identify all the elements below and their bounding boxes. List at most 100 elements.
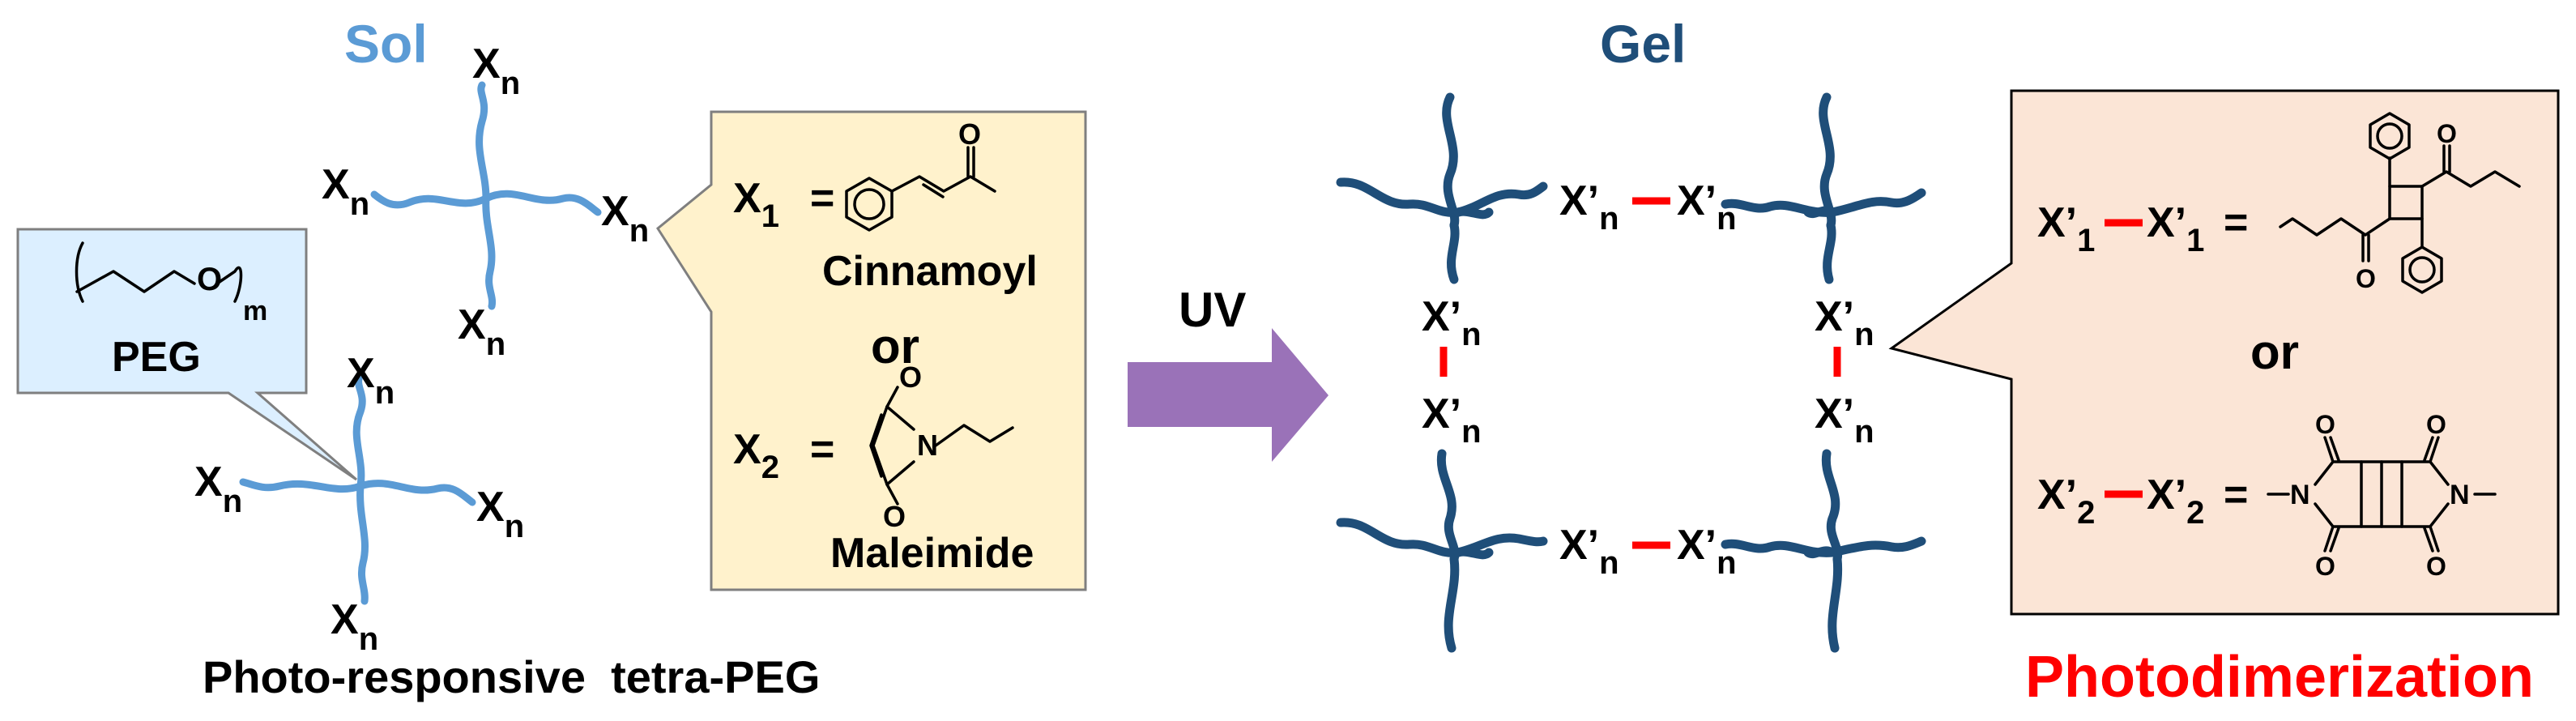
gel-link-sub: n (1854, 317, 1874, 352)
arm-sub: n (629, 213, 649, 249)
arm-label: X (472, 41, 501, 87)
d1-label-right: X’ (2147, 199, 2186, 246)
d1-sub-left: 1 (2077, 223, 2095, 258)
arm-sub: n (359, 621, 378, 657)
dimer-callout: X’1 X’1 = O O or X’2 X’2 = N (1888, 89, 2560, 616)
monomer-or: or (871, 319, 919, 373)
dimer-o-4: O (2426, 552, 2446, 581)
svg-text:X’n: X’n (1559, 177, 1619, 237)
arm-sub: n (501, 66, 520, 101)
svg-text:Xn: Xn (331, 596, 378, 657)
gel-link-sub: n (1599, 201, 1619, 237)
gel-link-label: X’ (1815, 293, 1854, 340)
d1-sub-right: 1 (2186, 223, 2204, 258)
svg-text:X’n: X’n (1559, 522, 1619, 581)
svg-text:X’2: X’2 (2037, 471, 2095, 531)
dimer-oxygen-left: O (2356, 264, 2376, 293)
arm-label: X (476, 484, 505, 531)
svg-text:X’n: X’n (1422, 293, 1482, 352)
d2-equals: = (2224, 471, 2248, 518)
arm-label: X (458, 301, 486, 348)
x1-equals: = (810, 175, 834, 222)
gel-link-label: X’ (1677, 522, 1717, 569)
arm-sub: n (486, 326, 505, 362)
maleimide-oxygen-top: O (899, 360, 922, 394)
cinnamoyl-structure: O (845, 117, 996, 232)
svg-text:Xn: Xn (347, 350, 395, 411)
gel-link-sub: n (1854, 414, 1874, 450)
arm-label: X (322, 161, 350, 208)
gel-star-bottom-left (1336, 449, 1548, 653)
arm-label: X (601, 188, 629, 235)
gel-link-right: X’n X’n (1815, 293, 1874, 450)
dimer-n-left: N (2290, 480, 2310, 510)
d2-sub-right: 2 (2186, 495, 2204, 531)
gel-star-top-left (1336, 92, 1548, 284)
svg-text:X2: X2 (733, 426, 779, 485)
x2-equals: = (810, 426, 834, 473)
monomer-callout: X1 = O Cinnamoyl or X2 = O N O Maleimide (656, 110, 1087, 591)
gel-title: Gel (1600, 14, 1686, 74)
svg-text:X’n: X’n (1422, 390, 1482, 450)
svg-text:X’1: X’1 (2037, 199, 2095, 258)
gel-link-top: X’n X’n (1559, 177, 1737, 237)
svg-text:X’n: X’n (1815, 390, 1874, 450)
dimer-or: or (2250, 325, 2299, 379)
maleimide-dimer-structure: N O O O O N (2267, 410, 2497, 581)
peg-callout: O m PEG (16, 228, 357, 481)
svg-text:Xn: Xn (322, 161, 369, 222)
svg-text:X’1: X’1 (2147, 199, 2204, 258)
gel-link-label: X’ (1559, 177, 1599, 224)
gel-link-label: X’ (1422, 390, 1461, 437)
gel-link-bottom: X’n X’n (1559, 522, 1737, 581)
gel-link-label: X’ (1422, 293, 1461, 340)
gel-link-label: X’ (1559, 522, 1599, 569)
maleimide-oxygen-bottom: O (883, 500, 906, 533)
x2-label: X (733, 426, 761, 473)
sol-star-top (370, 81, 602, 310)
d2-label-right: X’ (2147, 471, 2186, 518)
svg-text:X’n: X’n (1677, 522, 1737, 581)
dimer-o-2: O (2315, 552, 2335, 581)
gel-link-sub: n (1599, 545, 1619, 581)
gel-link-sub: n (1717, 201, 1736, 237)
maleimide-structure: O N O (869, 360, 1014, 533)
x1-label: X (733, 175, 761, 222)
svg-text:Xn: Xn (458, 301, 505, 362)
svg-text:Xn: Xn (472, 41, 520, 101)
d1-equals: = (2224, 199, 2248, 246)
arm-label: X (331, 596, 359, 643)
arm-sub: n (505, 509, 524, 544)
uv-arrow (1128, 328, 1329, 462)
sol-star-bottom (239, 375, 476, 605)
peg-label: PEG (112, 334, 201, 381)
photo-caption: Photodimerization (2025, 645, 2534, 710)
gel-link-label: X’ (1815, 390, 1854, 437)
gel-star-top-right (1721, 92, 1926, 284)
x1-sub: 1 (761, 198, 779, 234)
dimer-o-1: O (2315, 410, 2335, 439)
sol-caption: Photo-responsive tetra-PEG (203, 651, 820, 702)
svg-text:X’n: X’n (1815, 293, 1874, 352)
svg-text:X’2: X’2 (2147, 471, 2204, 531)
arm-sub: n (223, 484, 242, 519)
dimer-oxygen-right: O (2437, 119, 2457, 148)
svg-text:Xn: Xn (194, 459, 242, 519)
dimer-n-right: N (2450, 480, 2470, 510)
sol-title: Sol (344, 14, 428, 74)
maleimide-nitrogen: N (917, 429, 938, 462)
gel-link-sub: n (1461, 414, 1481, 450)
arm-label: X (194, 459, 223, 506)
peg-oxygen: O (197, 262, 222, 297)
uv-label: UV (1179, 283, 1246, 337)
d2-label-left: X’ (2037, 471, 2077, 518)
gel-link-sub: n (1717, 545, 1736, 581)
svg-text:X1: X1 (733, 175, 779, 234)
svg-text:Xn: Xn (476, 484, 524, 544)
truxillic-dimer-structure: O O (2279, 112, 2521, 294)
cinnamoyl-oxygen: O (958, 117, 981, 151)
gel-star-bottom-right (1721, 449, 1926, 653)
arm-label: X (347, 350, 375, 397)
d1-label-left: X’ (2037, 199, 2077, 246)
